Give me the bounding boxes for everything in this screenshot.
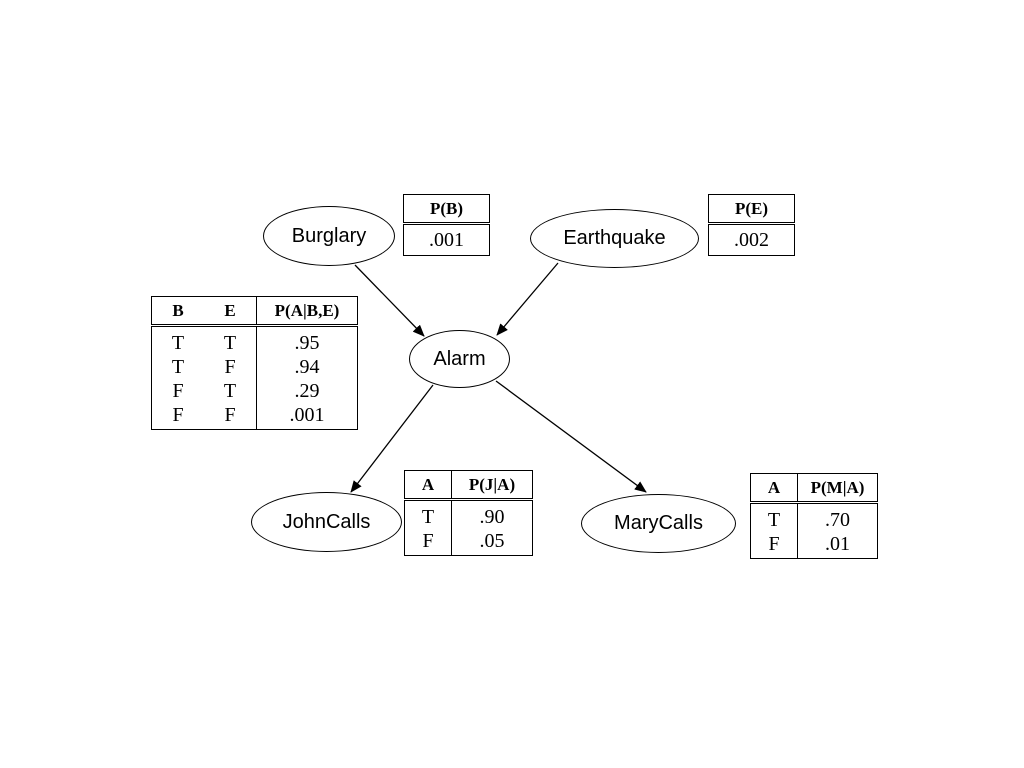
cpt-earthquake-header: P(E) xyxy=(708,194,795,225)
node-johncalls: JohnCalls xyxy=(251,492,402,552)
cpt-marycalls-header-a: A xyxy=(750,473,798,504)
cpt-johncalls-row: T .90 xyxy=(405,499,533,529)
cpt-alarm-cell: T xyxy=(223,332,237,354)
cpt-alarm-cell: .95 xyxy=(256,325,358,355)
cpt-earthquake-value: .002 xyxy=(734,229,769,251)
cpt-johncalls-row: F .05 xyxy=(405,529,533,556)
edge-burglary-alarm xyxy=(354,264,425,337)
cpt-alarm-row: F F .001 xyxy=(152,403,358,430)
cpt-alarm-header-e: E xyxy=(204,296,257,327)
node-earthquake-label: Earthquake xyxy=(563,227,666,249)
cpt-johncalls: A P(J|A) T .90 F .05 xyxy=(404,470,533,556)
node-earthquake: Earthquake xyxy=(530,209,699,268)
cpt-marycalls-row: F .01 xyxy=(751,532,878,559)
cpt-johncalls-header-a: A xyxy=(404,470,452,501)
node-burglary-label: Burglary xyxy=(291,224,367,247)
cpt-alarm-cell: .001 xyxy=(256,403,358,430)
edge-earthquake-alarm xyxy=(496,262,559,336)
cpt-marycalls-cell: .70 xyxy=(797,502,878,532)
cpt-johncalls-cell: F xyxy=(422,530,434,552)
cpt-alarm-header-b: B xyxy=(151,296,204,327)
cpt-alarm-cell: .29 xyxy=(256,379,358,403)
cpt-alarm-header-prob: P(A|B,E) xyxy=(256,296,358,327)
node-burglary: Burglary xyxy=(263,206,395,266)
cpt-johncalls-header-prob: P(J|A) xyxy=(451,470,533,501)
cpt-alarm-row: F T .29 xyxy=(152,379,358,403)
cpt-marycalls-cell: .01 xyxy=(797,532,878,559)
cpt-marycalls: A P(M|A) T .70 F .01 xyxy=(750,473,878,559)
cpt-marycalls-row: T .70 xyxy=(751,502,878,532)
node-marycalls: MaryCalls xyxy=(581,494,736,553)
node-johncalls-label: JohnCalls xyxy=(282,510,371,533)
cpt-alarm-cell: T xyxy=(223,380,237,402)
cpt-johncalls-cell: .90 xyxy=(451,499,533,529)
cpt-johncalls-cell: .05 xyxy=(451,529,533,556)
edge-alarm-johncalls xyxy=(350,384,434,493)
cpt-alarm-cell: F xyxy=(224,404,236,426)
cpt-burglary-header: P(B) xyxy=(403,194,490,225)
cpt-burglary: P(B) .001 xyxy=(403,194,490,256)
cpt-alarm-row: T T .95 xyxy=(152,325,358,355)
edge-alarm-marycalls xyxy=(495,380,647,493)
cpt-alarm: B E P(A|B,E) T T .95 T F .94 F T .29 F xyxy=(151,296,358,430)
cpt-alarm-cell: F xyxy=(172,380,184,402)
cpt-alarm-cell: T xyxy=(171,332,185,354)
node-alarm: Alarm xyxy=(409,330,510,388)
cpt-alarm-cell: T xyxy=(171,356,185,378)
cpt-marycalls-header-prob: P(M|A) xyxy=(797,473,878,504)
cpt-burglary-value: .001 xyxy=(429,229,464,251)
cpt-alarm-row: T F .94 xyxy=(152,355,358,379)
cpt-earthquake: P(E) .002 xyxy=(708,194,795,256)
cpt-johncalls-cell: T xyxy=(421,506,435,528)
node-marycalls-label: MaryCalls xyxy=(614,512,703,534)
cpt-marycalls-cell: T xyxy=(767,509,781,531)
cpt-alarm-cell: F xyxy=(172,404,184,426)
node-alarm-label: Alarm xyxy=(433,347,486,370)
cpt-marycalls-cell: F xyxy=(768,533,780,555)
cpt-alarm-cell: F xyxy=(224,356,236,378)
cpt-alarm-cell: .94 xyxy=(256,355,358,379)
